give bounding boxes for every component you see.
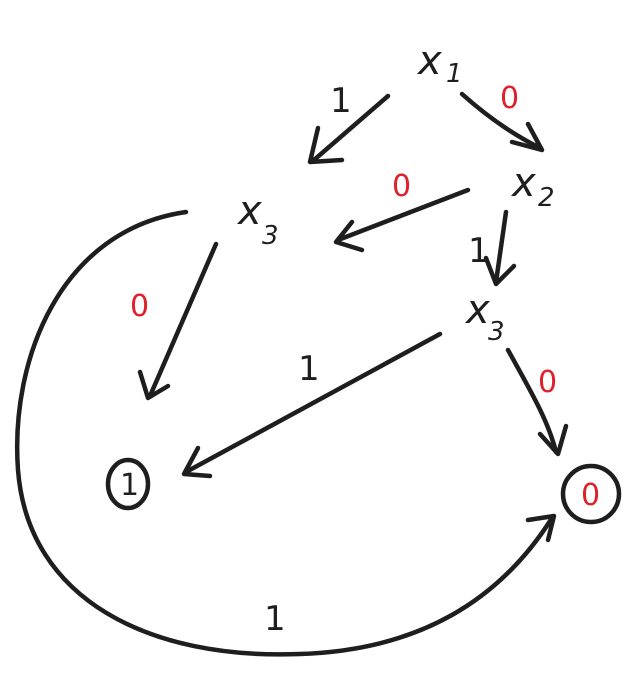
edge-x3-left-to-one-arrowhead [137,369,171,401]
edge-x1-to-x3-left-label: 1 [330,81,352,121]
node-x3-left-var: x [236,188,262,234]
edge-x2-to-x3-right-label: 1 [468,231,490,271]
edge-x2-to-x3-left-arrowhead [333,219,365,253]
node-x3-left: x 3 [236,188,279,251]
edge-x3-right-to-zero-line [505,347,559,455]
edge-x3-right-to-zero-label: 0 [538,365,557,400]
edge-x2-to-x3-left-label: 0 [392,169,411,204]
terminal-zero: 0 [560,463,622,525]
edge-x2-to-x3-right: 1 [468,209,517,287]
node-x2: x 2 [510,160,555,213]
node-x1-sub: 1 [446,59,463,89]
edge-x3-right-to-one-arrowhead [181,445,213,479]
edge-x2-to-x3-left-line [335,187,471,243]
node-x1-var: x [416,38,442,84]
edge-x2-to-x3-left: 0 [333,169,471,253]
edge-x1-to-x2-label: 0 [500,81,519,116]
terminal-one-label: 1 [120,468,139,503]
edge-x3-left-to-one: 0 [130,241,219,401]
edge-x3-left-to-one-line [147,241,219,399]
edge-x3-left-to-zero-line [14,209,555,657]
edge-x3-left-to-zero: 1 [14,209,557,657]
terminal-one: 1 [105,457,151,511]
node-x1: x 1 [416,38,463,89]
edge-x3-right-to-one-line [183,331,443,475]
edge-x2-to-x3-right-line [493,209,509,285]
edge-x3-right-to-one-label: 1 [298,349,320,389]
node-x2-sub: 2 [538,183,555,213]
terminal-zero-circle [560,463,622,525]
edge-x3-right-to-one: 1 [181,331,443,479]
terminal-zero-label: 0 [581,478,600,513]
terminal-one-circle [105,457,151,511]
edge-x1-to-x2-arrowhead [509,121,545,153]
node-x3-right: x 3 [464,287,505,347]
node-x3-right-sub: 3 [488,317,505,347]
edge-x2-to-x3-right-arrowhead [483,255,517,287]
edge-x1-to-x3-left-line [311,93,391,163]
edge-x3-right-to-zero-arrowhead [537,423,569,457]
edge-x3-left-to-zero-label: 1 [264,599,286,639]
edge-x1-to-x2: 0 [459,81,545,153]
edge-x3-left-to-zero-arrowhead [525,513,557,543]
node-x2-var: x [510,160,536,206]
edge-x3-left-to-one-label: 0 [130,289,149,324]
edge-x1-to-x3-left: 1 [307,81,391,165]
edge-x3-right-to-zero: 0 [505,347,569,457]
node-x3-left-sub: 3 [262,221,279,251]
node-x3-right-var: x [464,287,490,333]
edge-x1-to-x3-left-arrowhead [307,125,345,165]
edge-x1-to-x2-line [459,91,543,151]
